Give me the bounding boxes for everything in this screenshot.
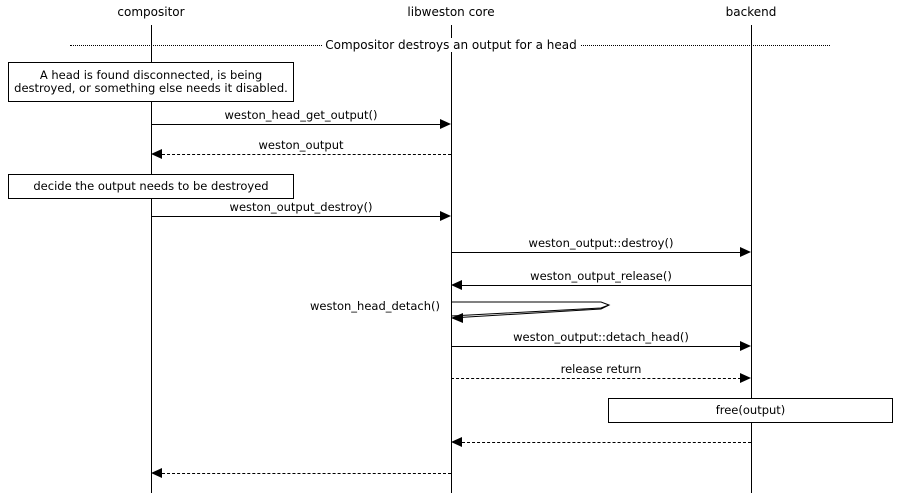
participant-label-backend: backend xyxy=(725,5,777,19)
lifeline-backend xyxy=(751,25,752,493)
message-line-weston-head-get-output xyxy=(151,124,441,125)
arrowhead-right-icon xyxy=(440,211,451,221)
arrowhead-right-icon xyxy=(740,247,751,257)
note-free-output: free(output) xyxy=(608,398,893,423)
message-line-backend-return xyxy=(462,442,751,443)
message-label-weston-output-destroy: weston_output_destroy() xyxy=(229,200,373,214)
message-label-weston-head-get-output: weston_head_get_output() xyxy=(224,108,378,122)
message-line-weston-output-destroy-backend xyxy=(451,252,741,253)
message-label-release-return: release return xyxy=(560,362,642,376)
message-label-weston-output-detach-head: weston_output::detach_head() xyxy=(513,330,689,344)
message-line-weston-output-release xyxy=(462,285,751,286)
separator-label: Compositor destroys an output for a head xyxy=(322,38,580,52)
note-decide-destroy: decide the output needs to be destroyed xyxy=(8,174,294,199)
message-label-weston-output-release: weston_output_release() xyxy=(530,269,672,283)
participant-label-compositor: compositor xyxy=(117,5,185,19)
message-line-core-return-compositor xyxy=(162,473,451,474)
arrowhead-left-icon xyxy=(451,437,462,447)
participant-label-libweston-core: libweston core xyxy=(407,5,495,19)
message-label-weston-output: weston_output xyxy=(258,138,344,152)
arrowhead-right-icon xyxy=(740,373,751,383)
message-line-release-return xyxy=(451,378,741,379)
arrowhead-left-icon xyxy=(151,149,162,159)
message-line-weston-output-destroy xyxy=(151,216,441,217)
arrowhead-right-icon xyxy=(740,341,751,351)
message-label-weston-head-detach: weston_head_detach() xyxy=(309,299,441,313)
lifeline-libweston-core xyxy=(451,25,452,493)
message-line-weston-output-detach-head xyxy=(451,346,741,347)
arrowhead-left-icon xyxy=(151,468,162,478)
note-head-disconnected: A head is found disconnected, is being d… xyxy=(8,62,294,102)
lifeline-compositor xyxy=(151,25,152,493)
self-call-weston-head-detach xyxy=(450,296,621,328)
message-label-weston-output-destroy-backend: weston_output::destroy() xyxy=(528,236,674,250)
arrowhead-left-icon xyxy=(451,280,462,290)
message-line-weston-output xyxy=(162,154,451,155)
arrowhead-right-icon xyxy=(440,119,451,129)
